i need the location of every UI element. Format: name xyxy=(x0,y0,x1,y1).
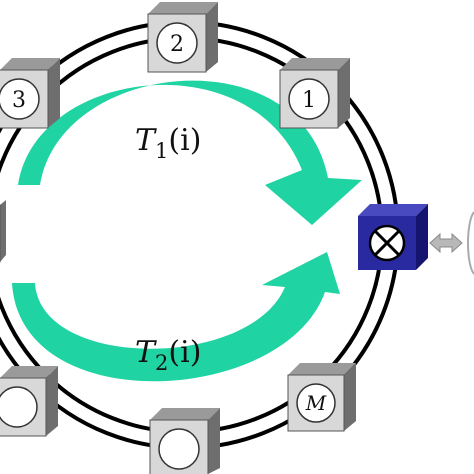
cube-top-face xyxy=(150,408,220,420)
cube-side-face xyxy=(48,58,60,128)
cube-side-face xyxy=(344,363,356,431)
label-t1: T1(i) xyxy=(135,123,201,163)
cube-disc xyxy=(0,386,38,428)
label-t2-sub: 2 xyxy=(155,351,168,375)
node-cube-m[interactable]: M xyxy=(287,363,356,432)
cube-disc xyxy=(296,383,336,423)
external-device-edge xyxy=(467,211,474,275)
label-t2-symbol: T xyxy=(135,335,157,370)
label-t1-sub: 1 xyxy=(155,139,168,163)
cube-disc xyxy=(288,78,330,120)
node-cube-3[interactable]: 3 xyxy=(0,58,60,129)
cube-side-face xyxy=(46,366,58,436)
label-t2-arg: (i) xyxy=(168,335,201,370)
cube-side-face xyxy=(208,408,220,474)
circled-x-icon xyxy=(368,224,406,262)
combiner-top-face xyxy=(358,204,428,216)
node-cube-bottom-left[interactable] xyxy=(0,366,58,437)
cube-top-face xyxy=(148,2,218,14)
label-t1-arg: (i) xyxy=(168,123,201,158)
node-cube-bottom[interactable] xyxy=(149,408,220,474)
node-label-2: 2 xyxy=(170,32,184,57)
lower-arrow xyxy=(12,252,340,382)
node-cube-2[interactable]: 2 xyxy=(147,2,218,73)
cube-top-face xyxy=(0,366,58,378)
cube-side-face xyxy=(206,2,218,72)
double-arrow-icon xyxy=(429,232,463,254)
combiner-cube[interactable] xyxy=(358,204,428,270)
node-cube-1[interactable]: 1 xyxy=(279,58,350,129)
node-label-3: 3 xyxy=(12,88,26,113)
cube-disc xyxy=(0,78,40,120)
node-cube-left[interactable] xyxy=(0,200,6,263)
node-label-m: M xyxy=(305,391,327,415)
node-label-1: 1 xyxy=(302,88,316,113)
cube-disc xyxy=(158,428,200,470)
label-t2: T2(i) xyxy=(135,335,201,375)
cube-top-face xyxy=(280,58,350,70)
cube-side-face xyxy=(338,58,350,128)
cube-disc xyxy=(156,22,198,64)
label-t1-symbol: T xyxy=(135,123,157,158)
cube-top-face xyxy=(288,363,356,375)
cube-side-face xyxy=(0,200,6,262)
cube-top-face xyxy=(0,58,60,70)
upper-arrow xyxy=(18,80,362,225)
combiner-side-face xyxy=(416,204,428,270)
